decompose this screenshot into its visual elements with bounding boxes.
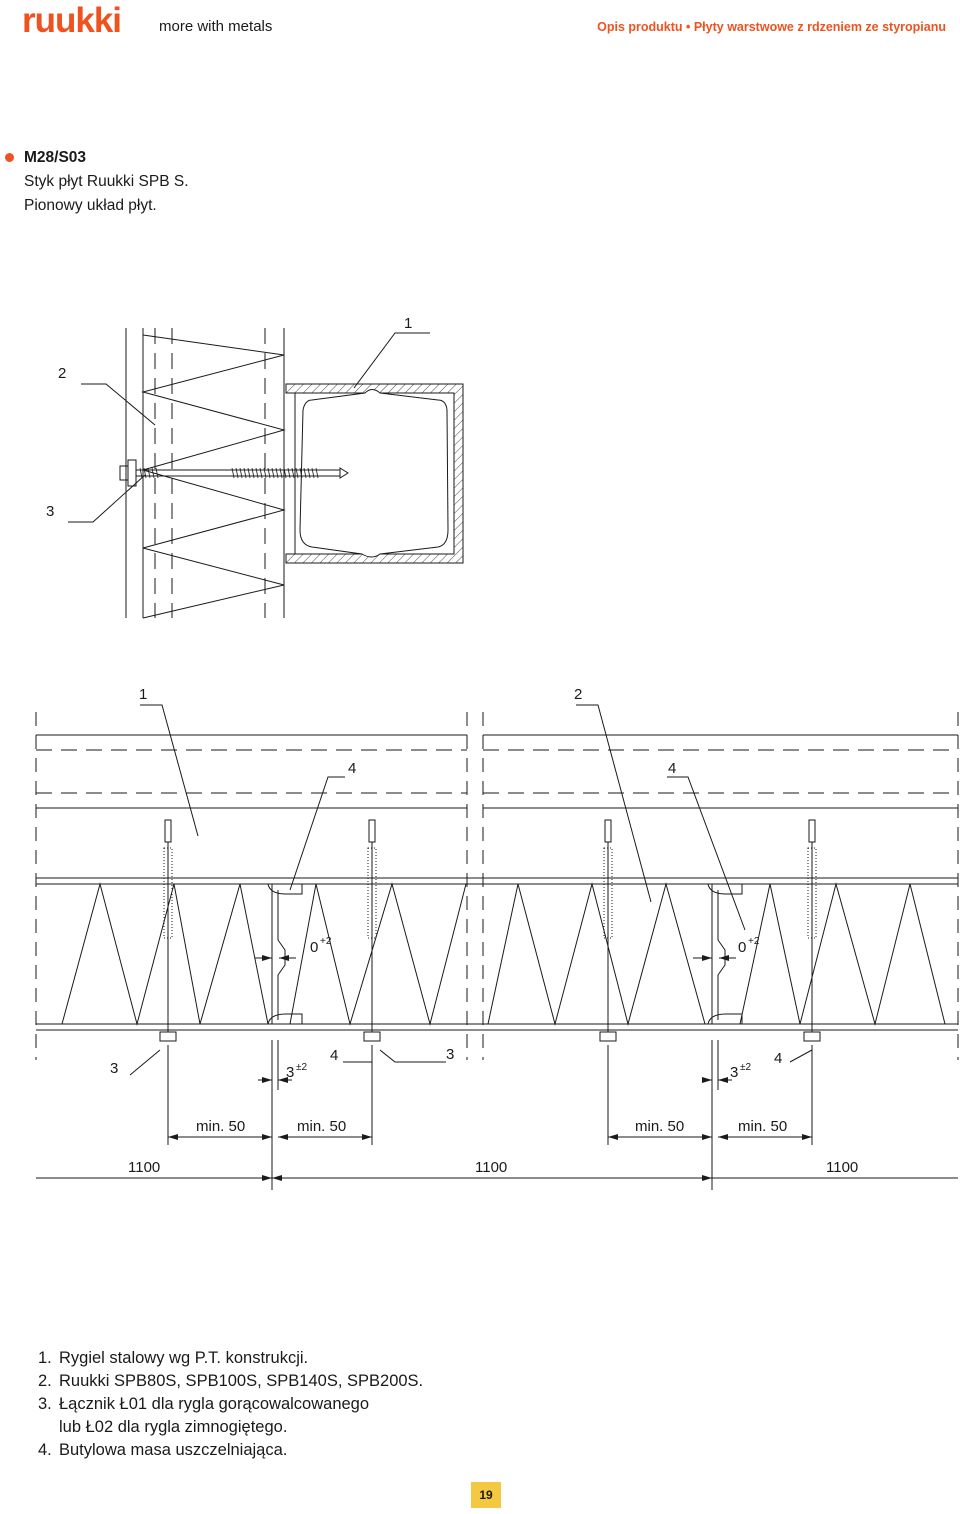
section-title: Opis produktu • Płyty warstwowe z rdzeni… <box>597 20 946 34</box>
detail-heading: M28/S03 Styk płyt Ruukki SPB S. Pionowy … <box>5 146 189 218</box>
callout-4-bottom-left: 4 <box>330 1047 338 1064</box>
legend-item-3-continued: lub Ł02 dla rygla zimnogiętego. <box>59 1418 288 1436</box>
min-dimension-1: min. 50 <box>196 1118 245 1135</box>
legend: 1.Rygiel stalowy wg P.T. konstrukcji. 2.… <box>38 1347 423 1462</box>
min-dimension-3: min. 50 <box>635 1118 684 1135</box>
callout-3-left: 3 <box>110 1060 118 1077</box>
gap-right: 0 <box>738 939 746 956</box>
steel-purlin <box>285 383 464 564</box>
offset-right-tolerance: ±2 <box>740 1062 751 1073</box>
page-number: 19 <box>471 1482 501 1508</box>
detail-line-1: Styk płyt Ruukki SPB S. <box>24 173 189 190</box>
panel-width-1: 1100 <box>128 1159 160 1176</box>
gap-right-tolerance: +2 <box>748 936 760 947</box>
min-dimension-2: min. 50 <box>297 1118 346 1135</box>
leaders-bottom <box>36 704 958 1190</box>
leaders-top <box>68 332 430 523</box>
screw-1 <box>159 819 177 1042</box>
brand-wordmark: ruukki <box>22 3 121 37</box>
gap-left-tolerance: +2 <box>320 936 332 947</box>
screws-row <box>159 819 821 1042</box>
screw-2 <box>363 819 381 1042</box>
detail-line-2: Pionowy układ płyt. <box>24 197 157 214</box>
panel-width-2: 1100 <box>475 1159 507 1176</box>
callout-3-top: 3 <box>46 503 54 520</box>
min-dimension-4: min. 50 <box>738 1118 787 1135</box>
callout-2-top: 2 <box>58 365 66 382</box>
panel-width-3: 1100 <box>826 1159 858 1176</box>
legend-item-4: 4.Butylowa masa uszczelniająca. <box>38 1441 288 1459</box>
ruukki-logo: ruukki <box>22 3 122 37</box>
legend-item-1: 1.Rygiel stalowy wg P.T. konstrukcji. <box>38 1349 309 1367</box>
sandwich-panels <box>36 877 958 1031</box>
purlin-dashed-outline <box>35 712 959 1060</box>
callout-4-bottom-right: 4 <box>774 1050 782 1067</box>
callout-4-top-left: 4 <box>348 760 356 777</box>
self-drilling-screw-top <box>119 459 349 487</box>
technical-drawing: 1 2 3 <box>35 315 959 1190</box>
offset-right: 3 <box>730 1064 738 1081</box>
offset-left: 3 <box>286 1064 294 1081</box>
callout-1-top: 1 <box>404 315 412 332</box>
callout-1-bottom: 1 <box>139 686 147 703</box>
callout-2-bottom: 2 <box>574 686 582 703</box>
panel-section-top <box>125 328 286 619</box>
offset-left-tolerance: ±2 <box>296 1062 307 1073</box>
detail-code: M28/S03 <box>24 149 87 166</box>
screw-3 <box>599 819 617 1042</box>
callout-4-top-right: 4 <box>668 760 676 777</box>
bullet-icon <box>5 153 14 162</box>
callout-3-mid: 3 <box>446 1046 454 1063</box>
legend-item-2: 2.Ruukki SPB80S, SPB100S, SPB140S, SPB20… <box>38 1372 424 1390</box>
screw-4 <box>803 819 821 1042</box>
legend-item-3: 3.Łącznik Ł01 dla rygla gorącowalcowaneg… <box>38 1395 370 1413</box>
page-header: ruukki more with metals Opis produktu • … <box>0 0 960 60</box>
tagline: more with metals <box>159 18 273 35</box>
gap-left: 0 <box>310 939 318 956</box>
